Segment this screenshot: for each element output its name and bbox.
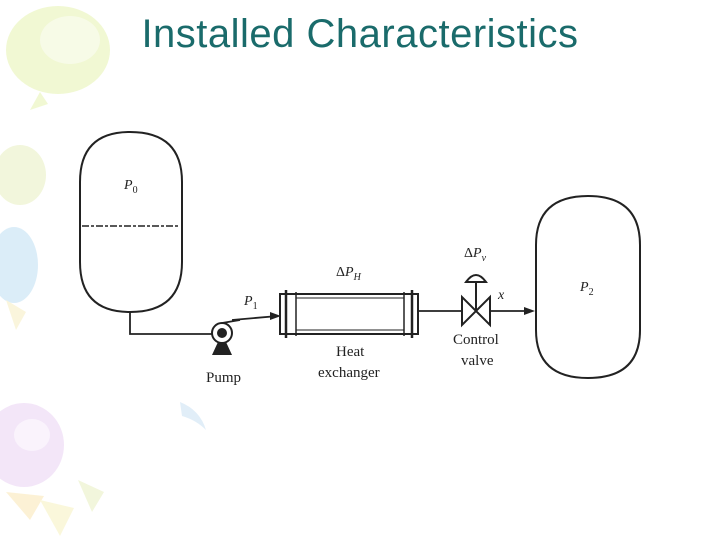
pump	[211, 319, 241, 355]
heat-exchanger-label-2: exchanger	[318, 365, 380, 381]
heat-exchanger-label-1: Heat	[336, 344, 365, 360]
delta-ph-label: ΔPH	[336, 265, 362, 283]
svg-text:P0: P0	[123, 178, 138, 196]
control-valve-label-1: Control	[453, 332, 499, 348]
slide-title: Installed Characteristics	[141, 12, 579, 56]
control-valve-label-2: valve	[461, 353, 494, 369]
control-valve	[461, 274, 491, 328]
delta-pv-label: ΔPv	[464, 246, 487, 264]
pump-label: Pump	[206, 370, 241, 386]
tank-left: P0	[79, 130, 183, 314]
flow-arrow	[270, 312, 281, 320]
heat-exchanger	[279, 290, 419, 338]
p1-label: P1	[243, 294, 258, 312]
tank-right: P2	[535, 194, 641, 380]
valve-position-label: x	[497, 288, 505, 303]
suction-pipe	[129, 312, 213, 335]
flow-arrow-2	[524, 307, 535, 315]
svg-text:P2: P2	[579, 280, 594, 298]
